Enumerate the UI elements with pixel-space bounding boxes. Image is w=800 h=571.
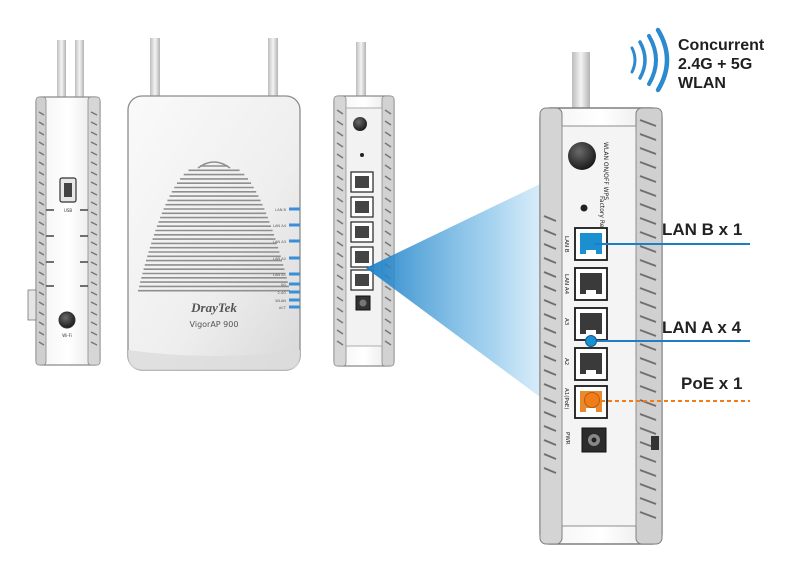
wlan-line-3: WLAN xyxy=(678,75,726,92)
antenna xyxy=(150,38,160,100)
led-indicator xyxy=(289,290,300,294)
vent-slots xyxy=(38,111,98,346)
wps-button xyxy=(568,142,596,170)
reset-label: Factory Reset xyxy=(598,196,605,237)
antenna xyxy=(572,52,590,114)
brand-logo: DrayTek xyxy=(190,300,237,315)
wlan-line-2: 2.4G + 5G xyxy=(678,56,753,73)
usb-label: USB xyxy=(64,208,72,213)
antenna xyxy=(356,42,366,100)
led-indicator xyxy=(289,282,300,286)
side-view-device: USB Wi-Fi xyxy=(27,40,101,366)
poe-callout: PoE x 1 xyxy=(681,374,743,393)
ethernet-ports xyxy=(574,227,608,419)
status-leds: LAN B LAN A4 LAN A3 LAN A2 LAN A1 5G 2.4G WLAN A… xyxy=(273,207,300,310)
led-label: ACT xyxy=(279,306,287,310)
model-name: VigorAP 900 xyxy=(190,320,239,329)
wifi-button-label: Wi-Fi xyxy=(62,333,72,338)
led-label: 5G xyxy=(281,283,286,287)
led-indicator xyxy=(289,239,300,243)
wps-button xyxy=(353,117,367,131)
lan-a-dot xyxy=(585,335,597,347)
led-label: LAN A3 xyxy=(273,240,286,244)
led-indicator xyxy=(289,256,300,260)
pwr-label: PWR xyxy=(564,432,570,445)
led-label: WLAN xyxy=(275,299,286,303)
vent-slots xyxy=(543,119,657,519)
wps-label: WLAN ON/OFF WPS xyxy=(602,142,609,200)
port-label-a3: A3 xyxy=(563,318,569,326)
lan-a-callout: LAN A x 4 xyxy=(662,318,742,337)
side-indicators xyxy=(46,209,88,287)
led-label: LAN A2 xyxy=(273,257,286,261)
wifi-signal-icon xyxy=(630,27,670,93)
led-label: LAN A4 xyxy=(273,224,287,228)
usb-port-inner xyxy=(64,183,72,197)
port-label-lan-b: LAN B xyxy=(563,236,569,253)
port-label-lan-a4: LAN A4 xyxy=(563,274,569,295)
led-label: LAN B xyxy=(275,208,286,212)
led-label: LAN A1 xyxy=(273,273,286,277)
port-label-a1-poe: A1(PoE) xyxy=(563,388,569,410)
lan-b-callout: LAN B x 1 xyxy=(662,220,743,239)
led-indicator xyxy=(289,272,300,276)
poe-dot xyxy=(584,392,600,408)
led-indicator xyxy=(289,298,300,302)
antenna xyxy=(75,40,84,100)
port-label-a2: A2 xyxy=(563,358,569,365)
led-indicator xyxy=(289,305,300,309)
rear-view-small-device xyxy=(333,42,395,367)
led-indicator xyxy=(289,223,300,227)
led-indicator xyxy=(289,207,300,211)
antenna xyxy=(57,40,66,100)
wlan-feature-label: Concurrent 2.4G + 5G WLAN xyxy=(678,36,764,93)
led-label: 2.4G xyxy=(277,291,286,295)
wlan-line-1: Concurrent xyxy=(678,37,765,54)
rear-view-large-device: WLAN ON/OFF WPS Factory Reset LAN B LAN … xyxy=(539,52,663,545)
wifi-button xyxy=(58,311,76,329)
front-grille xyxy=(138,161,290,292)
antenna xyxy=(268,38,278,100)
ethernet-ports xyxy=(350,171,374,291)
callout-lines xyxy=(584,243,750,408)
reset-hole xyxy=(580,204,588,212)
reset-hole xyxy=(360,153,364,157)
side-clip xyxy=(651,436,659,450)
